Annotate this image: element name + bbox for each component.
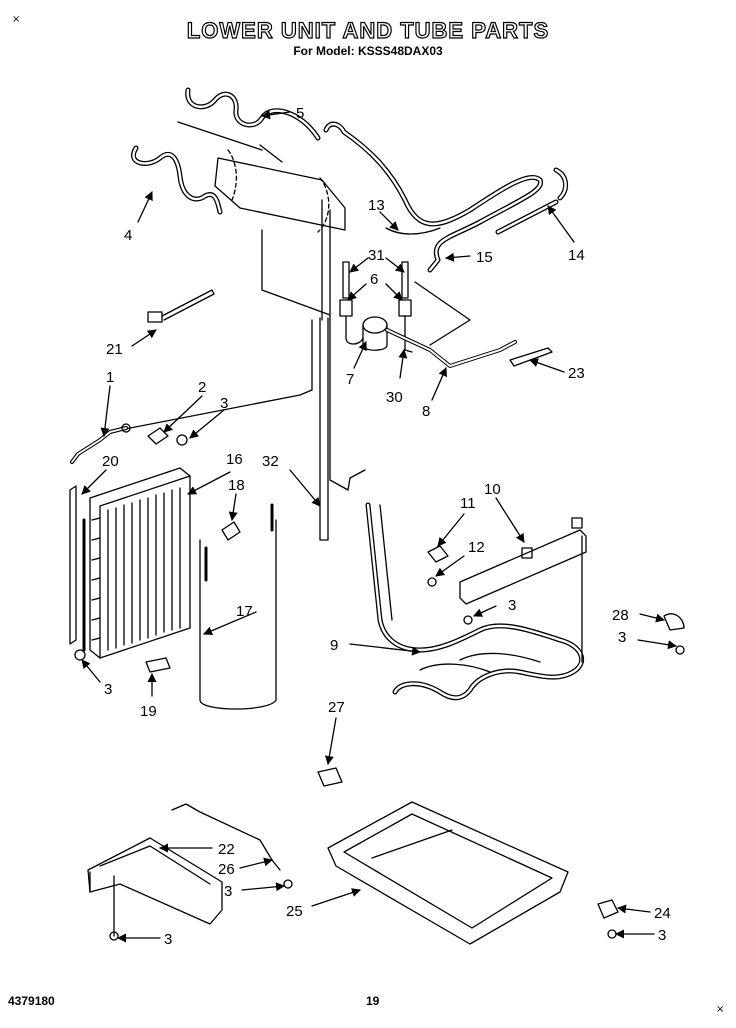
- drain-trough-part-22: [87, 837, 223, 925]
- callout-15: 15: [476, 249, 493, 266]
- model-subtitle: For Model: KSSS48DAX03: [293, 44, 443, 58]
- callout-6: 6: [370, 271, 378, 288]
- callout-18: 18: [228, 477, 245, 494]
- callout-3-c: 3: [618, 629, 626, 646]
- screw-part-3-top: [176, 434, 188, 446]
- hidden-outline-lines: [177, 121, 471, 346]
- callout-19: 19: [140, 703, 157, 720]
- tube-part-14: [495, 167, 568, 235]
- clip-part-28: [663, 613, 685, 631]
- connecting-tube-left: [119, 319, 313, 431]
- callout-14: 14: [568, 247, 585, 264]
- callout-3-e: 3: [224, 883, 232, 900]
- page-number: 19: [366, 994, 380, 1008]
- callout-27: 27: [328, 699, 345, 716]
- corner-mark-top: ×: [12, 14, 21, 25]
- drain-pan-part-25: [327, 801, 569, 945]
- screw-part-3-right: [675, 645, 685, 655]
- corner-mark-bottom: ×: [716, 1004, 725, 1015]
- connecting-tube-right: [329, 319, 366, 491]
- callout-11: 11: [460, 495, 476, 512]
- block-part-27: [317, 767, 343, 787]
- cable-tie-part-21: [147, 289, 215, 323]
- condenser-coil-part-16: [82, 467, 191, 659]
- screw-part-3-mid: [463, 615, 473, 625]
- callout-8: 8: [422, 403, 430, 420]
- page-title: LOWER UNIT AND TUBE PARTS: [186, 17, 550, 43]
- callout-21: 21: [106, 341, 123, 358]
- callout-12: 12: [468, 539, 485, 556]
- condenser-loop-tube-part-13: [323, 121, 544, 273]
- clip-part-23: [509, 347, 553, 367]
- clip-part-11: [427, 545, 449, 563]
- screw-part-3-trough: [283, 879, 293, 889]
- clip-part-18: [221, 521, 241, 541]
- callout-3-d: 3: [104, 681, 112, 698]
- callout-24: 24: [654, 905, 671, 922]
- callout-3-a: 3: [220, 395, 228, 412]
- callout-labels: 5 4 13 14 15 31 6 21 7 30 8 23 1 2 3 20 …: [102, 105, 671, 948]
- drier-body: [214, 144, 346, 233]
- loop-tube-ends: [204, 503, 274, 582]
- clip-part-24: [597, 899, 619, 919]
- callout-1: 1: [106, 369, 114, 386]
- condenser-bracket-part-20: [69, 485, 77, 645]
- screw-part-3-left: [74, 649, 86, 661]
- screw-part-12: [427, 577, 437, 587]
- callout-9: 9: [330, 637, 338, 654]
- callout-32: 32: [262, 453, 279, 470]
- callout-3-b: 3: [508, 597, 516, 614]
- callout-2: 2: [198, 379, 206, 396]
- screw-part-3-bottom-right: [607, 929, 617, 939]
- callout-26: 26: [218, 861, 235, 878]
- upper-tube-part-5: [185, 87, 321, 141]
- wire-part-26: [171, 803, 281, 871]
- tube-part-32: [319, 317, 329, 541]
- callout-31: 31: [368, 247, 385, 264]
- loop-tube-part-17: [199, 519, 277, 710]
- clip-part-19: [145, 657, 171, 673]
- callout-28: 28: [612, 607, 629, 624]
- callout-23: 23: [568, 365, 585, 382]
- callout-5: 5: [296, 105, 304, 122]
- callout-25: 25: [286, 903, 303, 920]
- callout-3-f: 3: [658, 927, 666, 944]
- wire-harness-part-1: [70, 423, 131, 464]
- callout-7: 7: [346, 371, 354, 388]
- callout-3-g: 3: [164, 931, 172, 948]
- heater-coil-part-9: [365, 502, 584, 701]
- callout-22: 22: [218, 841, 235, 858]
- callout-16: 16: [226, 451, 243, 468]
- callout-4: 4: [124, 227, 132, 244]
- callout-20: 20: [102, 453, 119, 470]
- callout-10: 10: [484, 481, 501, 498]
- bracket-part-2: [147, 427, 169, 445]
- vertical-tube-pair: [321, 199, 331, 321]
- heater-bracket-part-10: [459, 517, 587, 663]
- valve-assembly-part-7: [339, 261, 517, 368]
- callout-13: 13: [368, 197, 385, 214]
- callout-17: 17: [236, 603, 253, 620]
- document-number: 4379180: [8, 994, 55, 1008]
- callout-30: 30: [386, 389, 403, 406]
- leader-lines: [81, 110, 677, 943]
- upper-tube-part-4: [131, 145, 223, 215]
